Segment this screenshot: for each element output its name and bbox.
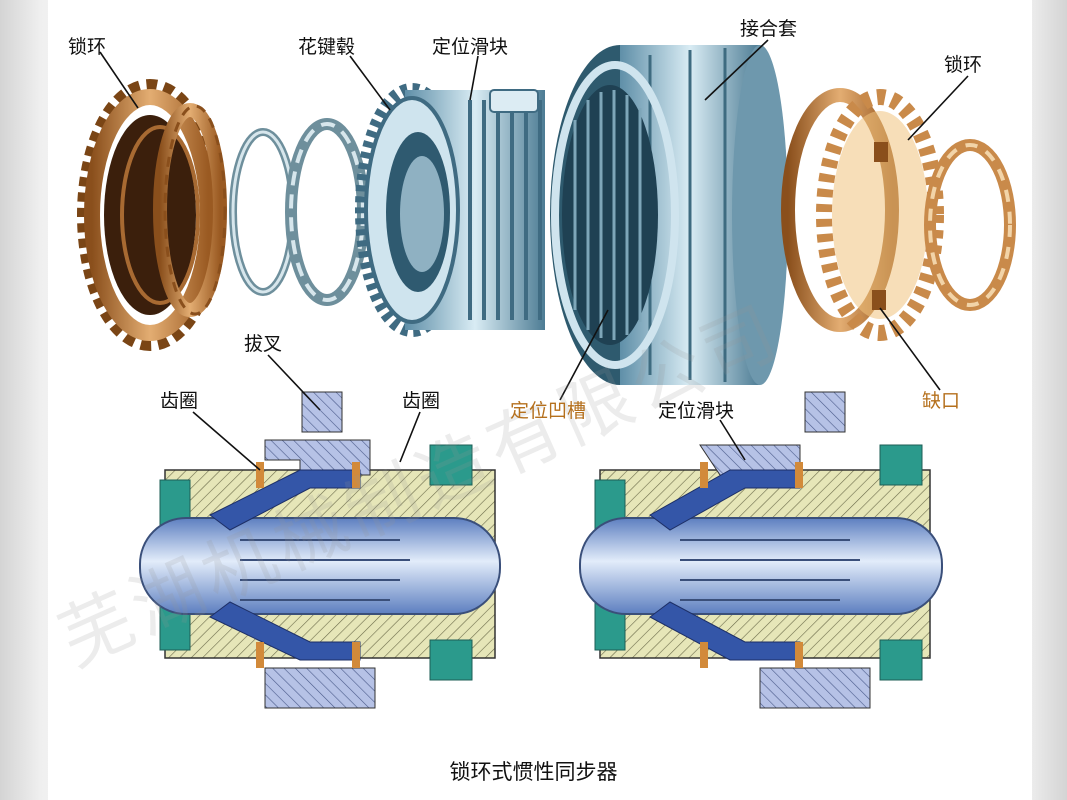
- label-shift-fork: 拔叉: [244, 333, 283, 355]
- right-lock-ring: [781, 88, 944, 341]
- left-snap-rings: [229, 118, 369, 306]
- section-left: [139, 391, 501, 709]
- label-lock-ring-left: 锁环: [68, 36, 107, 58]
- label-locating-slider-bottom: 定位滑块: [658, 400, 735, 422]
- label-spline-hub: 花键毂: [298, 36, 356, 58]
- spline-hub-assembly: [355, 83, 545, 337]
- label-locating-slider-top: 定位滑块: [432, 36, 509, 58]
- label-notch: 缺口: [922, 390, 961, 412]
- label-gear-ring-left: 齿圈: [160, 390, 199, 412]
- section-right: [579, 391, 943, 709]
- figure-caption: 锁环式惯性同步器: [449, 760, 618, 784]
- label-locating-groove: 定位凹槽: [510, 400, 587, 422]
- right-snap-ring: [924, 139, 1016, 311]
- engagement-sleeve: [550, 45, 788, 385]
- left-lock-ring: [77, 79, 227, 351]
- label-engagement-sleeve: 接合套: [740, 18, 798, 40]
- label-lock-ring-right: 锁环: [944, 54, 983, 76]
- label-gear-ring-right: 齿圈: [402, 390, 441, 412]
- leader-lines: [99, 39, 969, 471]
